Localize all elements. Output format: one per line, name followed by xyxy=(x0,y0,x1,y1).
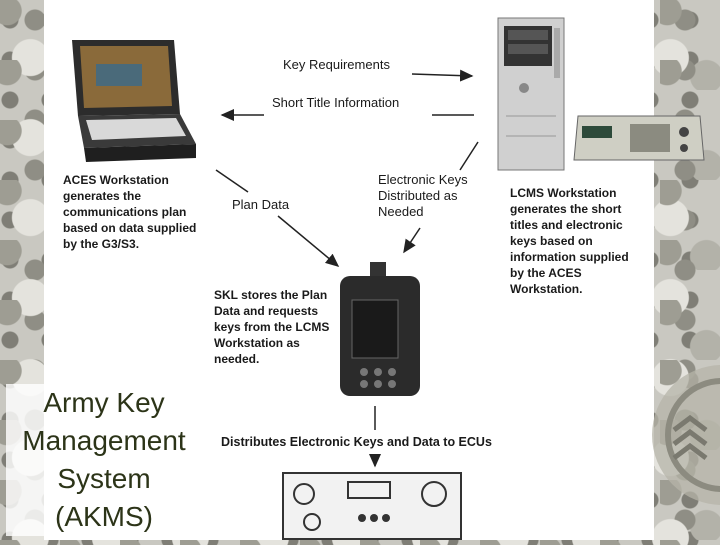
crypto-device-icon xyxy=(572,108,706,166)
lcms-description: LCMS Workstation generates the short tit… xyxy=(510,186,629,296)
arrow-key-requirements xyxy=(411,69,474,82)
laptop-icon xyxy=(64,36,200,164)
skl-description: SKL stores the Plan Data and requests ke… xyxy=(214,288,330,366)
radio-panel-icon xyxy=(282,472,462,540)
label-plan-data: Plan Data xyxy=(232,197,290,212)
slide-title: Army Key Management System (AKMS) xyxy=(6,384,202,536)
arrow-lcms-diag xyxy=(459,141,479,171)
arrow-aces-diag xyxy=(215,169,249,193)
handheld-skl-icon xyxy=(334,260,426,400)
computer-tower-icon xyxy=(496,16,566,172)
emblem-icon xyxy=(652,360,720,510)
label-short-title-information: Short Title Information xyxy=(272,95,400,110)
label-key-requirements: Key Requirements xyxy=(283,57,390,72)
label-electronic-keys: Electronic Keys Distributed as Needed xyxy=(378,172,468,219)
aces-description: ACES Workstation generates the communica… xyxy=(63,173,197,251)
arrow-keys-to-skl xyxy=(403,227,421,254)
arrow-plan-data xyxy=(277,215,340,267)
label-distributes-keys: Distributes Electronic Keys and Data to … xyxy=(221,435,492,449)
